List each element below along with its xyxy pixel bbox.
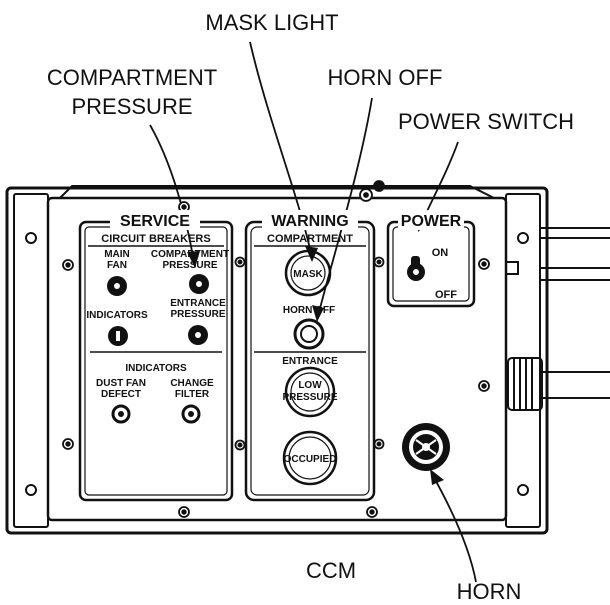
horn-off-leader [317, 97, 373, 317]
dust-fan-defect-indicator [111, 404, 131, 424]
circuit-breakers-subtitle: CIRCUIT BREAKERS [101, 233, 210, 245]
indicators-heading: INDICATORS [125, 363, 187, 374]
entrance-pressure-breaker[interactable] [188, 325, 208, 345]
power-toggle-switch[interactable] [407, 256, 425, 281]
entrance-pressure-breaker-label-line1: ENTRANCE [170, 298, 226, 309]
change-filter-indicator [181, 404, 201, 424]
flange-screw [517, 232, 529, 244]
main-fan-label-line2: FAN [107, 260, 127, 271]
body-screws [62, 180, 490, 518]
horn-leader [431, 473, 477, 583]
warning-title: WARNING [271, 213, 348, 230]
mask-light-callout: MASK LIGHT [205, 10, 338, 35]
horn [402, 423, 450, 471]
main-fan-label-line1: MAIN [104, 249, 130, 260]
flange-screw [25, 232, 37, 244]
occupied-label: OCCUPIED [284, 454, 337, 465]
low-pressure-label-line2: PRESSURE [282, 392, 337, 403]
compartment-pressure-breaker[interactable] [189, 274, 209, 294]
service-panel: SERVICE CIRCUIT BREAKERS MAIN FAN COMPAR… [78, 210, 234, 502]
power-on-label: ON [432, 247, 449, 259]
warning-panel: WARNING COMPARTMENT MASK HORN OFF ENTRAN… [244, 210, 376, 502]
horn-arrowhead [430, 469, 444, 485]
compartment-pressure-arrowhead [187, 251, 200, 268]
dust-fan-defect-label-line2: DEFECT [101, 389, 141, 400]
power-off-label: OFF [435, 289, 457, 301]
mask-light-label: MASK [293, 269, 323, 280]
service-title: SERVICE [120, 213, 190, 230]
main-fan-breaker[interactable] [107, 276, 127, 296]
power-title: POWER [401, 213, 462, 230]
low-pressure-label-line1: LOW [298, 380, 322, 391]
dust-fan-defect-label-line1: DUST FAN [96, 378, 146, 389]
compartment-pressure-callout-line1: COMPARTMENT [47, 65, 217, 90]
mask-light-leader [249, 41, 313, 259]
flange-screw [25, 484, 37, 496]
side-cables [505, 227, 610, 411]
ccm-housing [5, 180, 549, 535]
indicators-breaker[interactable] [108, 326, 128, 346]
compartment-pressure-callout-line2: PRESSURE [71, 94, 192, 119]
leader-lines [149, 41, 477, 583]
entrance-pressure-breaker-label-line2: PRESSURE [170, 309, 225, 320]
compartment-pressure-breaker-label-line1: COMPARTMENT [151, 249, 229, 260]
flange-screw [517, 484, 529, 496]
horn-off-arrowhead [312, 305, 324, 322]
horn-off-panel-label: HORN OFF [283, 305, 335, 316]
horn-off-button[interactable] [293, 318, 325, 350]
entrance-label: ENTRANCE [282, 356, 338, 367]
power-panel: POWER ON OFF [386, 210, 476, 308]
mask-light-arrowhead [305, 246, 318, 262]
change-filter-label-line1: CHANGE [170, 378, 214, 389]
mask-light: MASK [284, 249, 332, 297]
change-filter-label-line2: FILTER [175, 389, 210, 400]
ccm-label: CCM [306, 558, 356, 583]
indicators-breaker-label: INDICATORS [86, 310, 148, 321]
compartment-subtitle: COMPARTMENT [267, 233, 353, 245]
horn-callout: HORN [457, 579, 522, 604]
low-pressure-light: LOW PRESSURE [282, 366, 338, 418]
power-switch-callout: POWER SWITCH [398, 109, 574, 134]
horn-off-callout: HORN OFF [328, 65, 443, 90]
compartment-pressure-breaker-label-line2: PRESSURE [162, 260, 217, 271]
occupied-light: OCCUPIED [282, 430, 338, 486]
